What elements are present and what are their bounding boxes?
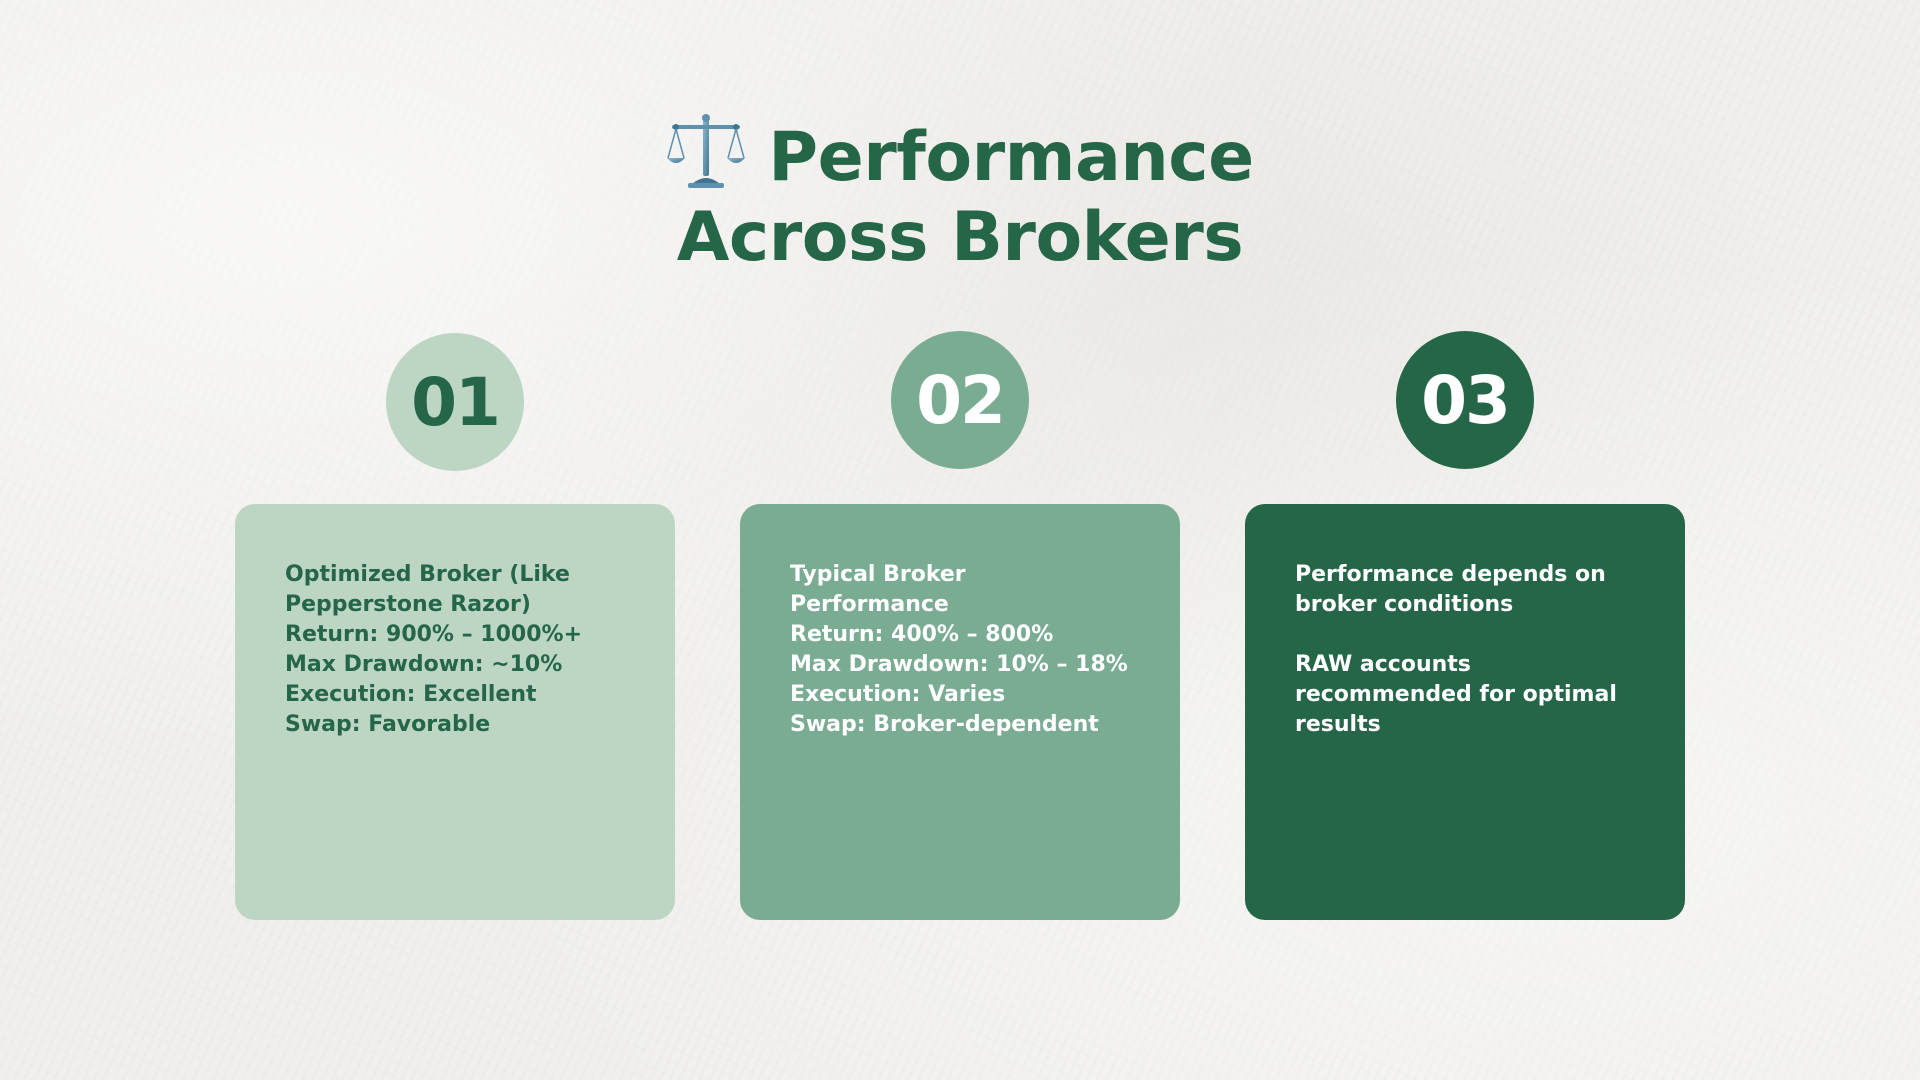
card-line: Typical Broker bbox=[790, 562, 966, 587]
card-line: Performance bbox=[790, 592, 949, 617]
step-badge-03: 03 bbox=[1396, 331, 1534, 469]
step-badge-02: 02 bbox=[891, 331, 1029, 469]
paragraph-gap bbox=[1295, 620, 1655, 650]
card-text: Performance depends on broker conditions… bbox=[1295, 560, 1655, 740]
card-line: Optimized Broker (Like bbox=[285, 562, 570, 587]
card-line: Pepperstone Razor) bbox=[285, 592, 531, 617]
card-line: results bbox=[1295, 712, 1381, 737]
card-broker-conditions: Performance depends on broker conditions… bbox=[1245, 504, 1685, 920]
card-text: Optimized Broker (Like Pepperstone Razor… bbox=[285, 560, 645, 740]
card-line: Execution: Varies bbox=[790, 682, 1006, 707]
balance-scale-icon bbox=[667, 114, 746, 188]
card-line: recommended for optimal bbox=[1295, 682, 1617, 707]
slide-title: Performance Across Brokers bbox=[560, 110, 1360, 278]
card-line: Swap: Favorable bbox=[285, 712, 491, 737]
card-line: Max Drawdown: ~10% bbox=[285, 652, 563, 677]
card-optimized-broker: Optimized Broker (Like Pepperstone Razor… bbox=[235, 504, 675, 920]
card-line: Return: 400% – 800% bbox=[790, 622, 1054, 647]
card-typical-broker: Typical Broker Performance Return: 400% … bbox=[740, 504, 1180, 920]
card-line: Return: 900% – 1000%+ bbox=[285, 622, 582, 647]
title-text-line-1: Performance bbox=[768, 118, 1254, 197]
title-line-1: Performance bbox=[560, 110, 1360, 198]
step-badge-01: 01 bbox=[386, 333, 524, 471]
card-text: Typical Broker Performance Return: 400% … bbox=[790, 560, 1150, 740]
title-text-line-2: Across Brokers bbox=[676, 198, 1244, 277]
card-line: Swap: Broker-dependent bbox=[790, 712, 1099, 737]
card-line: RAW accounts bbox=[1295, 652, 1471, 677]
card-line: Execution: Excellent bbox=[285, 682, 537, 707]
card-line: broker conditions bbox=[1295, 592, 1514, 617]
card-line: Max Drawdown: 10% – 18% bbox=[790, 652, 1128, 677]
card-line: Performance depends on bbox=[1295, 562, 1606, 587]
